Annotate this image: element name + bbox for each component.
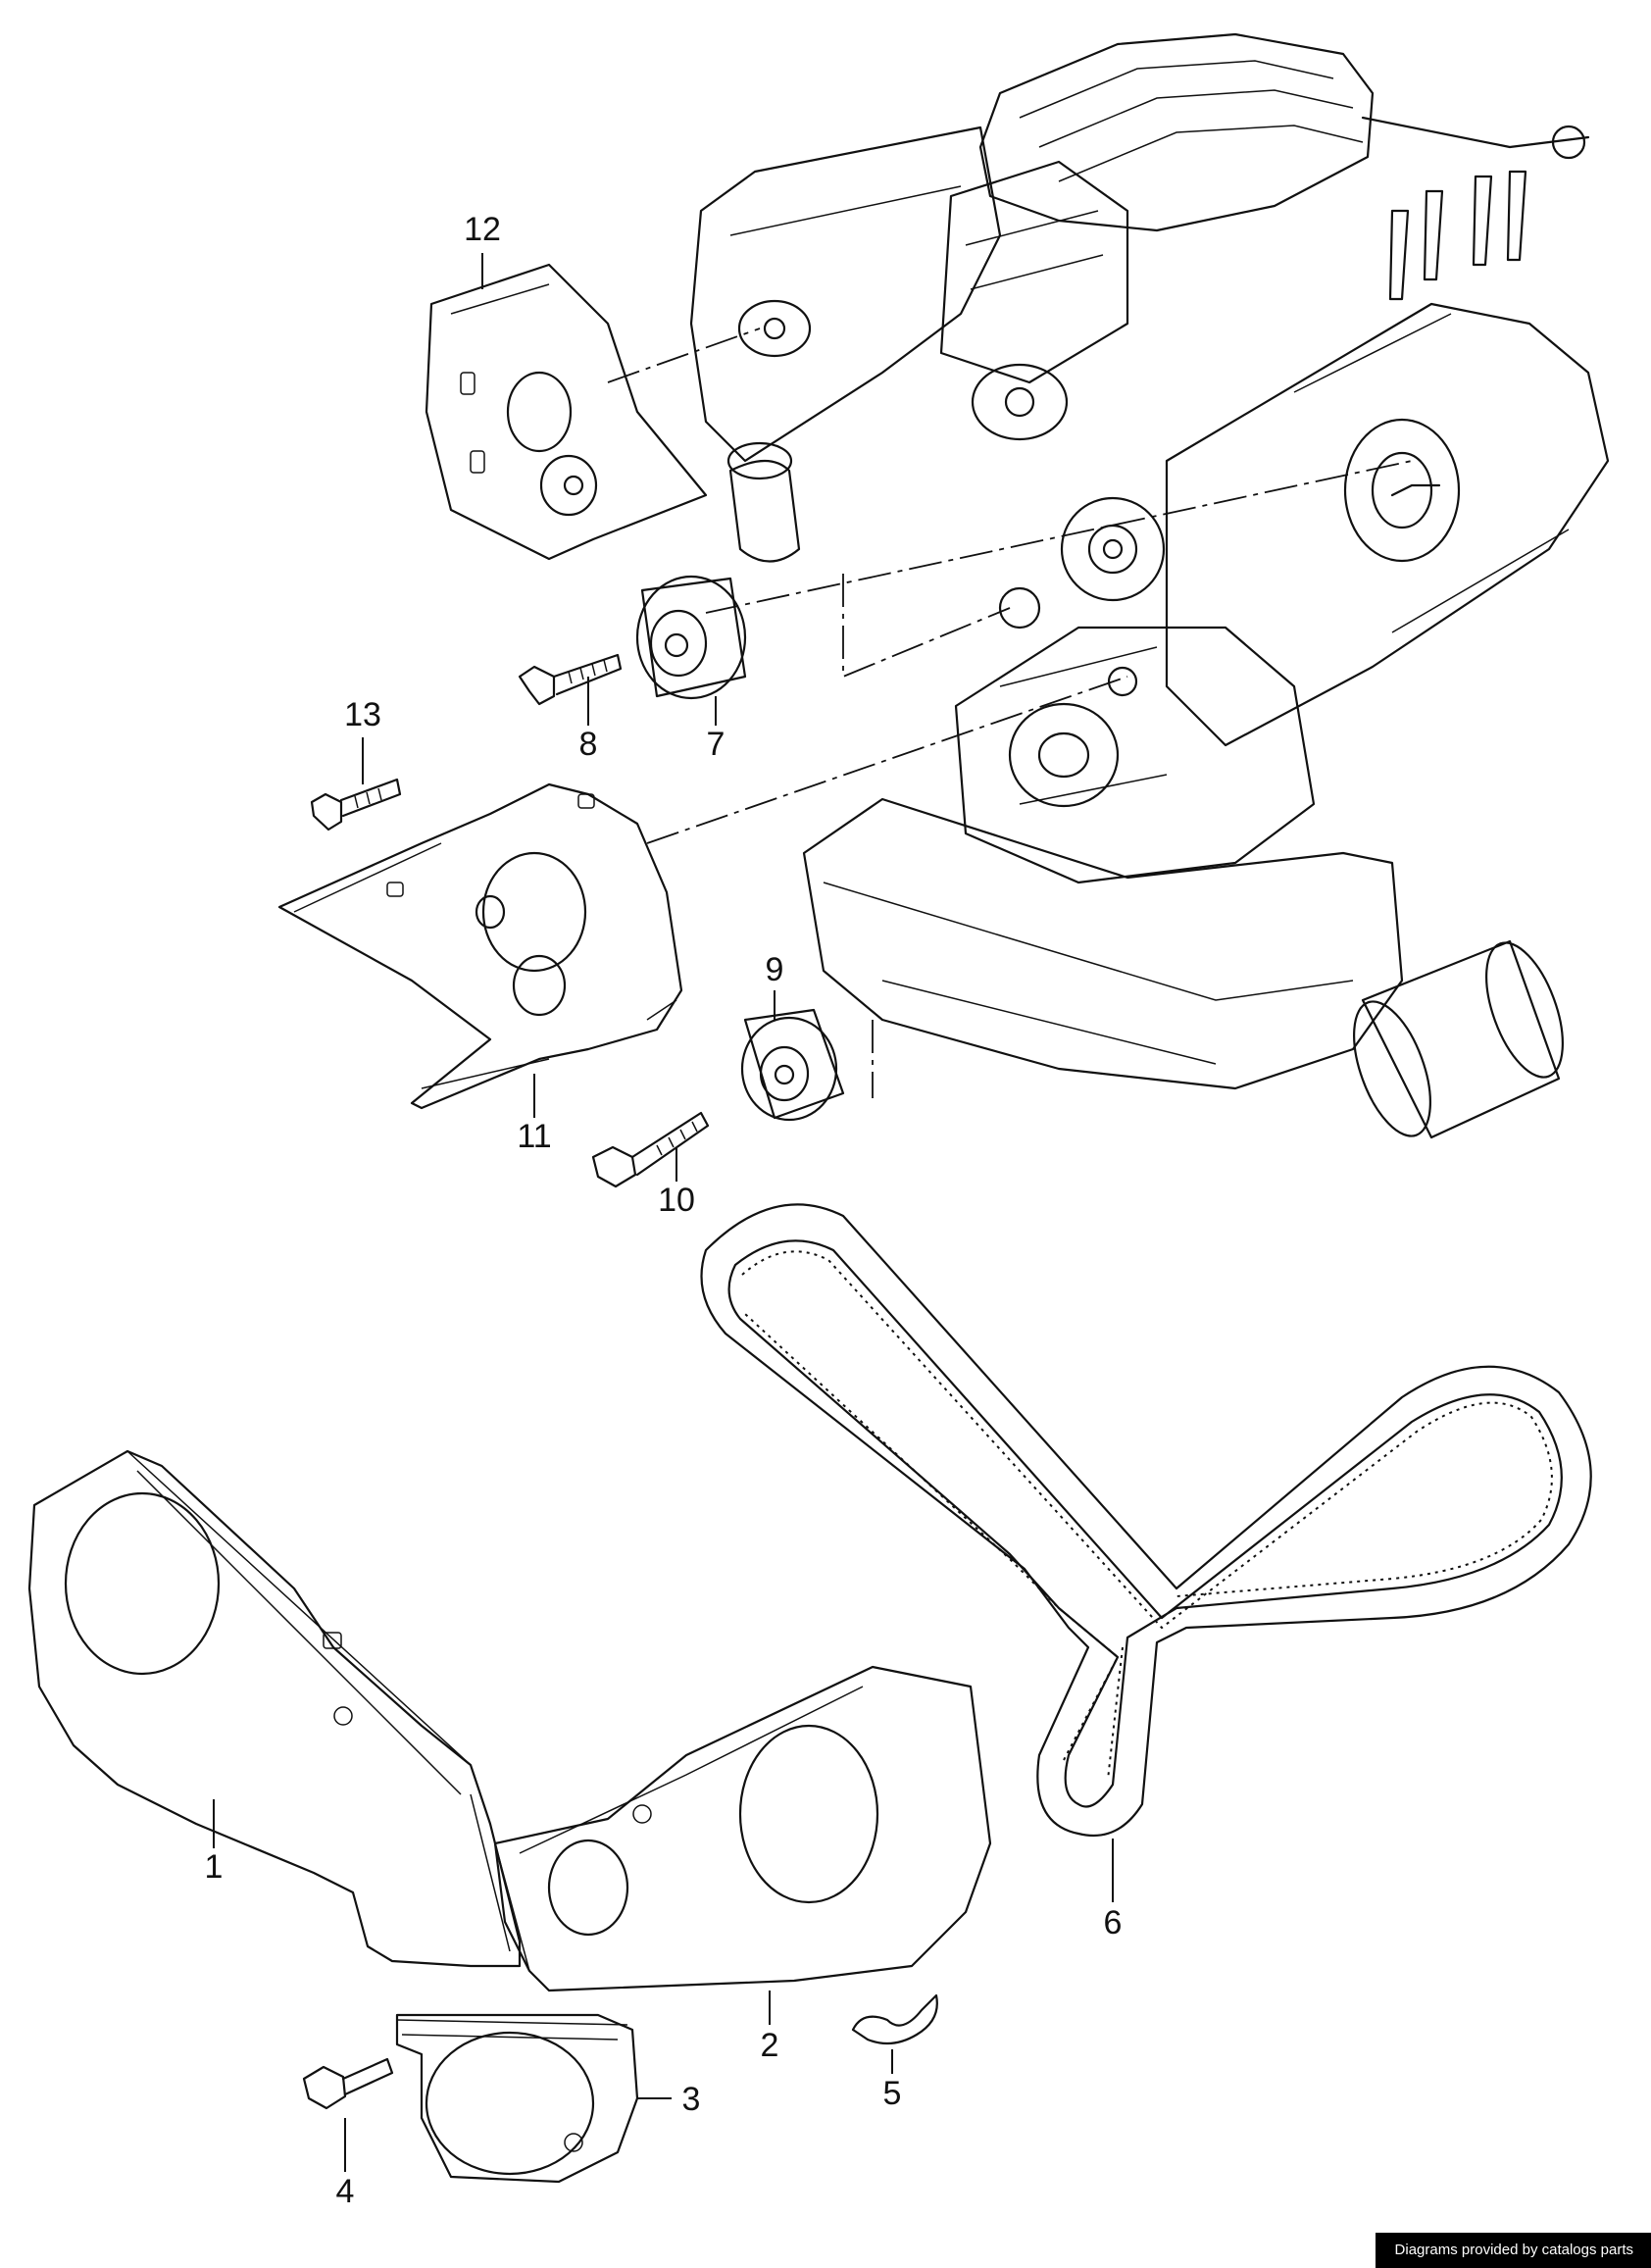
part-8-bolt	[518, 653, 623, 706]
callout-8: 8	[579, 726, 598, 763]
credit-badge: Diagrams provided by catalogs parts	[1375, 2233, 1651, 2268]
alignment-centerlines	[607, 328, 1413, 1098]
callout-2: 2	[761, 2027, 779, 2064]
part-12-upper-timing-belt-cover	[425, 263, 708, 561]
callout-7: 7	[707, 726, 725, 763]
callout-6: 6	[1104, 1904, 1123, 1941]
part-13-bolt	[310, 778, 402, 832]
part-10-bolt	[591, 1111, 710, 1188]
part-9-idler-pulley	[740, 1008, 845, 1122]
part-11-timing-belt-cover	[277, 782, 683, 1110]
callout-12: 12	[464, 211, 501, 248]
callout-3: 3	[682, 2081, 701, 2118]
callout-1: 1	[205, 1848, 224, 1886]
callout-10: 10	[658, 1182, 695, 1219]
callout-11: 11	[517, 1118, 551, 1155]
callout-numbers: 1 2 3 4 5 6 7 8 9 10 11 12 13	[205, 211, 1123, 2210]
callout-5: 5	[883, 2075, 902, 2112]
callout-13: 13	[344, 696, 381, 733]
part-7-idler-pulley	[635, 575, 747, 700]
callout-9: 9	[766, 951, 784, 988]
part-4-bolt	[302, 2057, 394, 2110]
callout-leaders	[213, 253, 1114, 2172]
part-6-timing-belt	[700, 1203, 1592, 1838]
callout-4: 4	[336, 2173, 355, 2210]
engine-assembly	[689, 32, 1610, 1139]
part-5-clip	[851, 1993, 938, 2045]
part-1-outer-timing-belt-cover-left	[27, 1449, 522, 1968]
part-3-lower-timing-belt-cover	[395, 2013, 639, 2184]
part-2-outer-timing-belt-cover-right	[493, 1665, 992, 1992]
